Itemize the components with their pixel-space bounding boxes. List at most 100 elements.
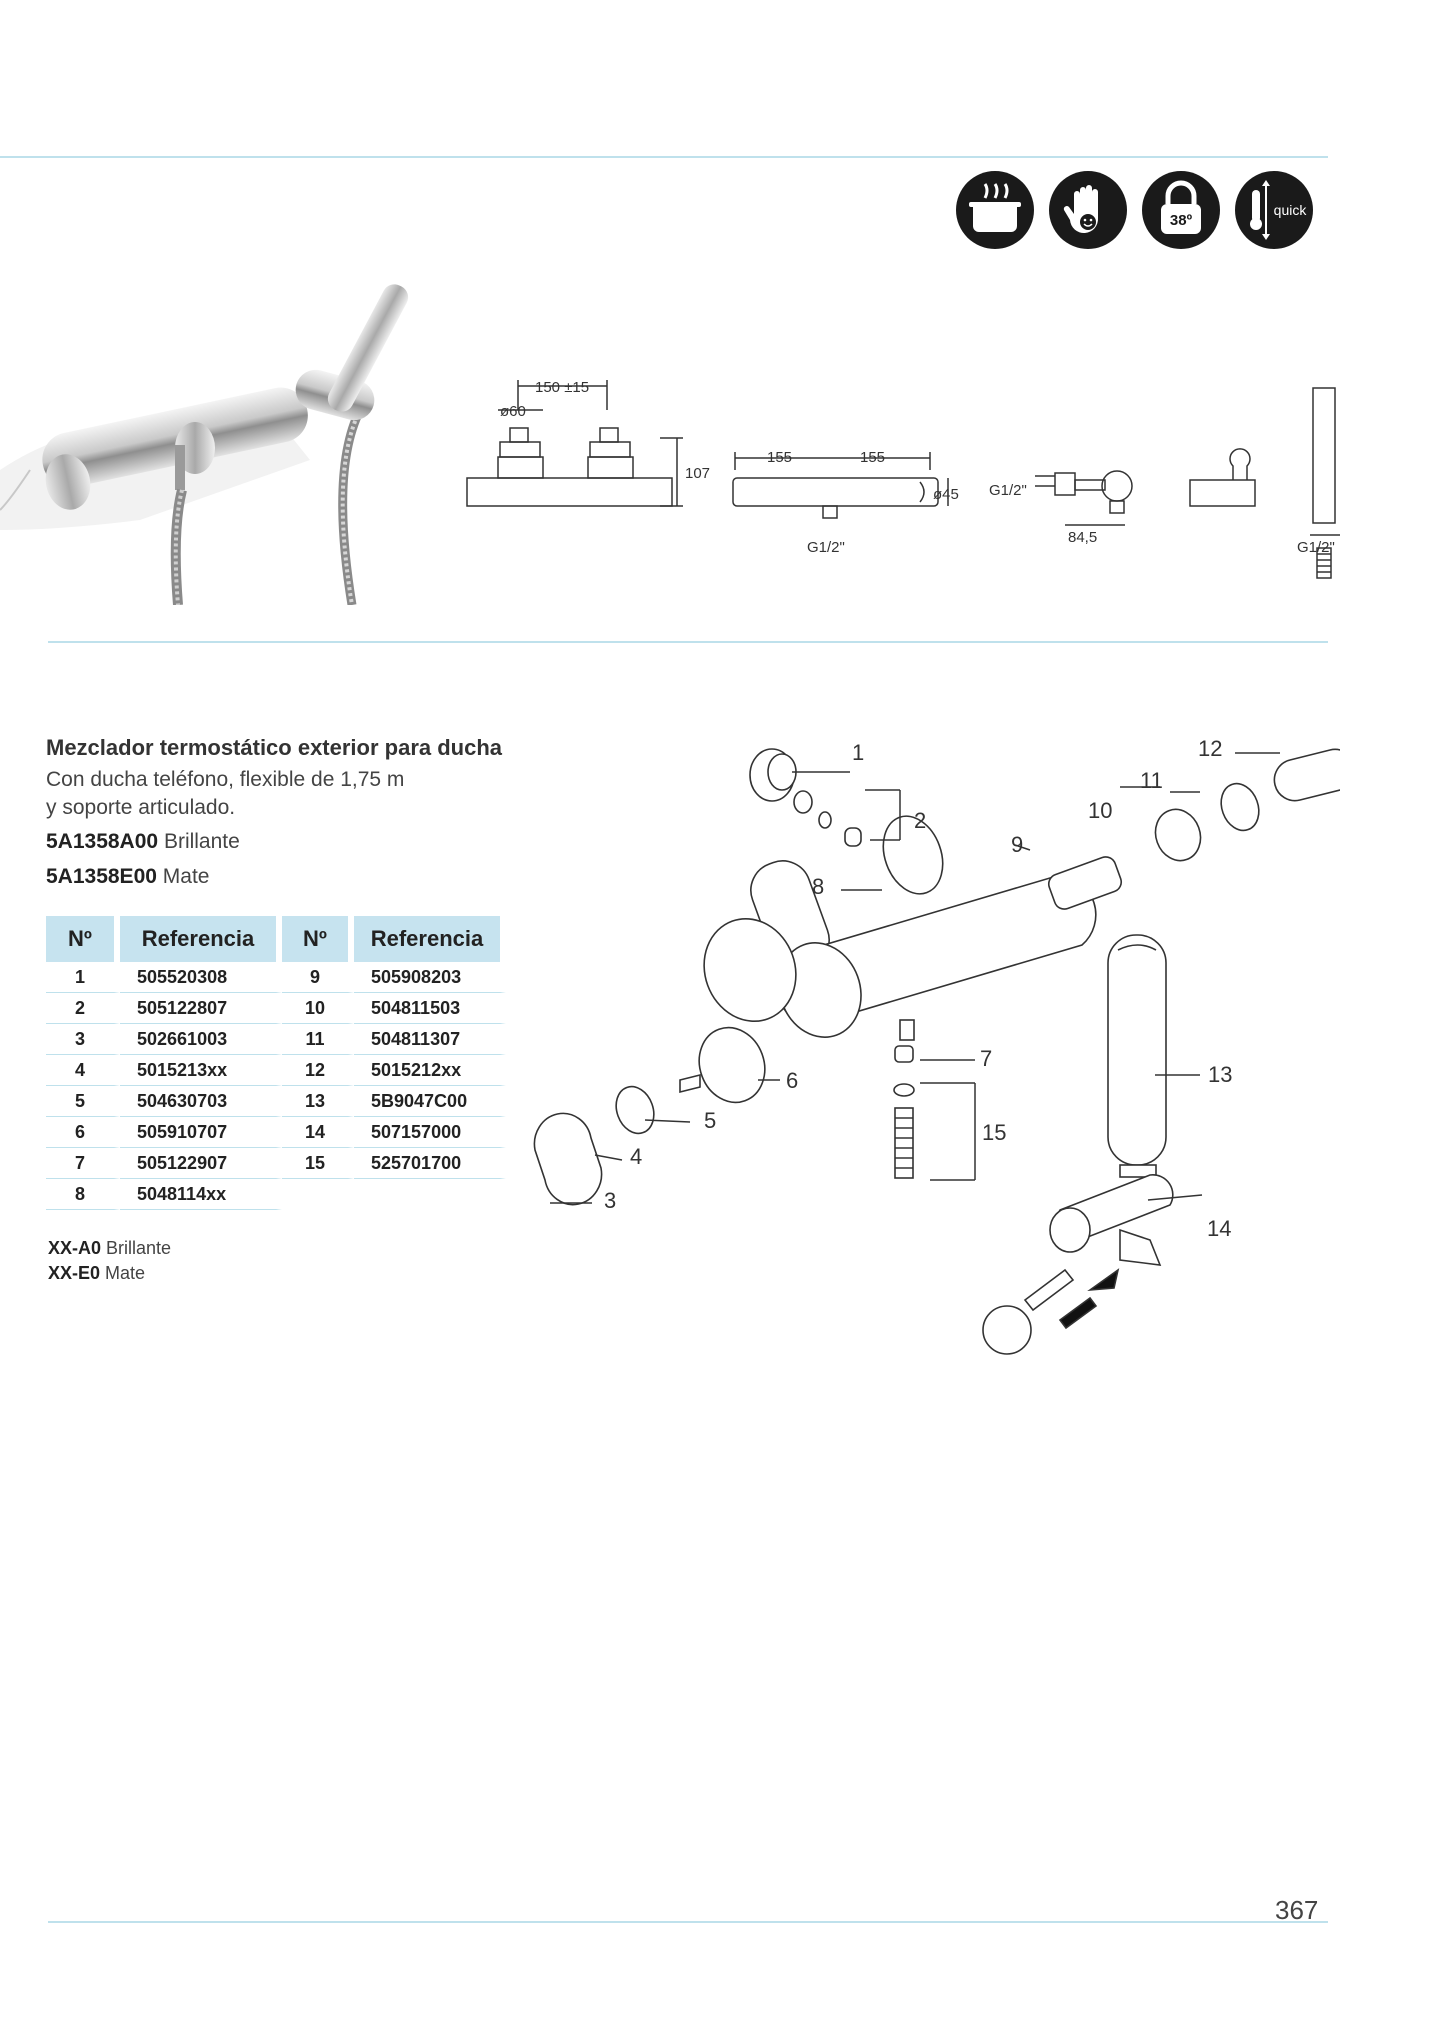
dimension-drawings: 150 ±15 ø60 107 155 155 ø45 G1/2" G1/2" … <box>466 379 1340 579</box>
finish-code: XX-A0 <box>48 1238 102 1258</box>
callout-10: 10 <box>1088 798 1113 823</box>
finish-code: XX-E0 <box>48 1263 101 1283</box>
finish-name: Mate <box>105 1263 146 1283</box>
part-number: 15 <box>282 1148 354 1179</box>
header-no: Nº <box>282 916 354 962</box>
part-reference: 505520308 <box>120 962 282 993</box>
callout-9: 9 <box>1011 832 1024 857</box>
product-photo <box>0 284 409 605</box>
cold-touch-icon <box>955 170 1035 250</box>
callout-14: 14 <box>1207 1216 1232 1241</box>
bottom-thread: G1/2" <box>807 539 845 556</box>
handle-diameter: ø60 <box>500 403 526 420</box>
temperature-value: 38º <box>1170 212 1193 229</box>
product-title: Mezclador termostático exterior para duc… <box>46 735 503 760</box>
header-ref: Referencia <box>120 916 282 962</box>
part-reference: 5048114xx <box>120 1179 282 1210</box>
table-row: 5 504630703 13 5B9047C00 <box>46 1086 506 1117</box>
part-number <box>282 1179 354 1210</box>
finish-code-brillante: XX-A0 Brillante <box>48 1238 171 1259</box>
half-length-left: 155 <box>767 449 792 466</box>
table-row: 7 505122907 15 525701700 <box>46 1148 506 1179</box>
callout-4: 4 <box>630 1144 643 1169</box>
callout-3: 3 <box>604 1188 617 1213</box>
part-reference: 525701700 <box>354 1148 506 1179</box>
part-number: 9 <box>282 962 354 993</box>
part-number: 5 <box>46 1086 120 1117</box>
part-reference: 5015212xx <box>354 1055 506 1086</box>
table-row: 1 505520308 9 505908203 <box>46 962 506 993</box>
table-row: 3 502661003 11 504811307 <box>46 1024 506 1055</box>
part-reference: 505908203 <box>354 962 506 993</box>
hand-shower-thread: G1/2" <box>1297 539 1335 556</box>
exploded-view <box>533 748 1340 1355</box>
part-number: 8 <box>46 1179 120 1210</box>
callout-11: 11 <box>1140 768 1163 793</box>
part-number: 10 <box>282 993 354 1024</box>
part-reference: 505122907 <box>120 1148 282 1179</box>
part-number: 13 <box>282 1086 354 1117</box>
part-number: 7 <box>46 1148 120 1179</box>
callout-12: 12 <box>1198 736 1223 761</box>
part-number: 1 <box>46 962 120 993</box>
table-row: 4 5015213xx 12 5015212xx <box>46 1055 506 1086</box>
table-row: 8 5048114xx <box>46 1179 506 1210</box>
part-reference <box>354 1179 506 1210</box>
page-number: 367 <box>1275 1895 1319 1925</box>
variant-brillante: 5A1358A00 Brillante <box>46 830 240 854</box>
part-number: 11 <box>282 1024 354 1055</box>
header-ref: Referencia <box>354 916 506 962</box>
callout-7: 7 <box>980 1046 993 1071</box>
bottom-divider <box>48 1921 1328 1923</box>
part-number: 2 <box>46 993 120 1024</box>
table-header-row: Nº Referencia Nº Referencia <box>46 916 506 962</box>
body-diameter: ø45 <box>933 486 959 503</box>
quick-thermostat-icon: quick <box>1234 170 1314 250</box>
part-reference: 507157000 <box>354 1117 506 1148</box>
part-reference: 504811503 <box>354 993 506 1024</box>
safe-hand-icon <box>1048 170 1128 250</box>
top-divider <box>0 156 1328 158</box>
description-line-1: Con ducha teléfono, flexible de 1,75 m <box>46 768 405 791</box>
side-thread: G1/2" <box>989 482 1027 499</box>
part-number: 4 <box>46 1055 120 1086</box>
part-number: 3 <box>46 1024 120 1055</box>
header-no: Nº <box>46 916 120 962</box>
variant-code: 5A1358A00 <box>46 830 159 853</box>
part-reference: 504630703 <box>120 1086 282 1117</box>
depth-dimension: 84,5 <box>1068 529 1097 546</box>
part-number: 6 <box>46 1117 120 1148</box>
table-row: 6 505910707 14 507157000 <box>46 1117 506 1148</box>
middle-divider <box>48 641 1328 643</box>
callout-5: 5 <box>704 1108 717 1133</box>
feature-icons: 38º quick <box>955 170 1313 252</box>
product-description: Con ducha teléfono, flexible de 1,75 m y… <box>46 766 404 822</box>
part-reference: 502661003 <box>120 1024 282 1055</box>
callout-8: 8 <box>812 874 825 899</box>
height-dimension: 107 <box>685 465 710 482</box>
quick-label: quick <box>1274 202 1308 218</box>
part-number: 12 <box>282 1055 354 1086</box>
callout-15: 15 <box>982 1120 1007 1145</box>
variant-finish: Brillante <box>163 830 240 853</box>
callout-6: 6 <box>786 1068 799 1093</box>
spacing-dimension: 150 ±15 <box>535 379 589 396</box>
variant-code: 5A1358E00 <box>46 865 157 888</box>
finish-name: Brillante <box>106 1238 172 1258</box>
half-length-right: 155 <box>860 449 885 466</box>
table-row: 2 505122807 10 504811503 <box>46 993 506 1024</box>
finish-code-mate: XX-E0 Mate <box>48 1263 145 1284</box>
part-reference: 5B9047C00 <box>354 1086 506 1117</box>
callout-13: 13 <box>1208 1062 1233 1087</box>
variant-mate: 5A1358E00 Mate <box>46 865 209 889</box>
callout-1: 1 <box>852 740 865 765</box>
part-reference: 504811307 <box>354 1024 506 1055</box>
part-reference: 505910707 <box>120 1117 282 1148</box>
parts-table: Nº Referencia Nº Referencia 1 505520308 … <box>46 916 506 1210</box>
description-line-2: y soporte articulado. <box>46 796 236 819</box>
temperature-lock-icon: 38º <box>1141 170 1221 250</box>
callout-2: 2 <box>914 808 927 833</box>
part-reference: 5015213xx <box>120 1055 282 1086</box>
part-number: 14 <box>282 1117 354 1148</box>
part-reference: 505122807 <box>120 993 282 1024</box>
